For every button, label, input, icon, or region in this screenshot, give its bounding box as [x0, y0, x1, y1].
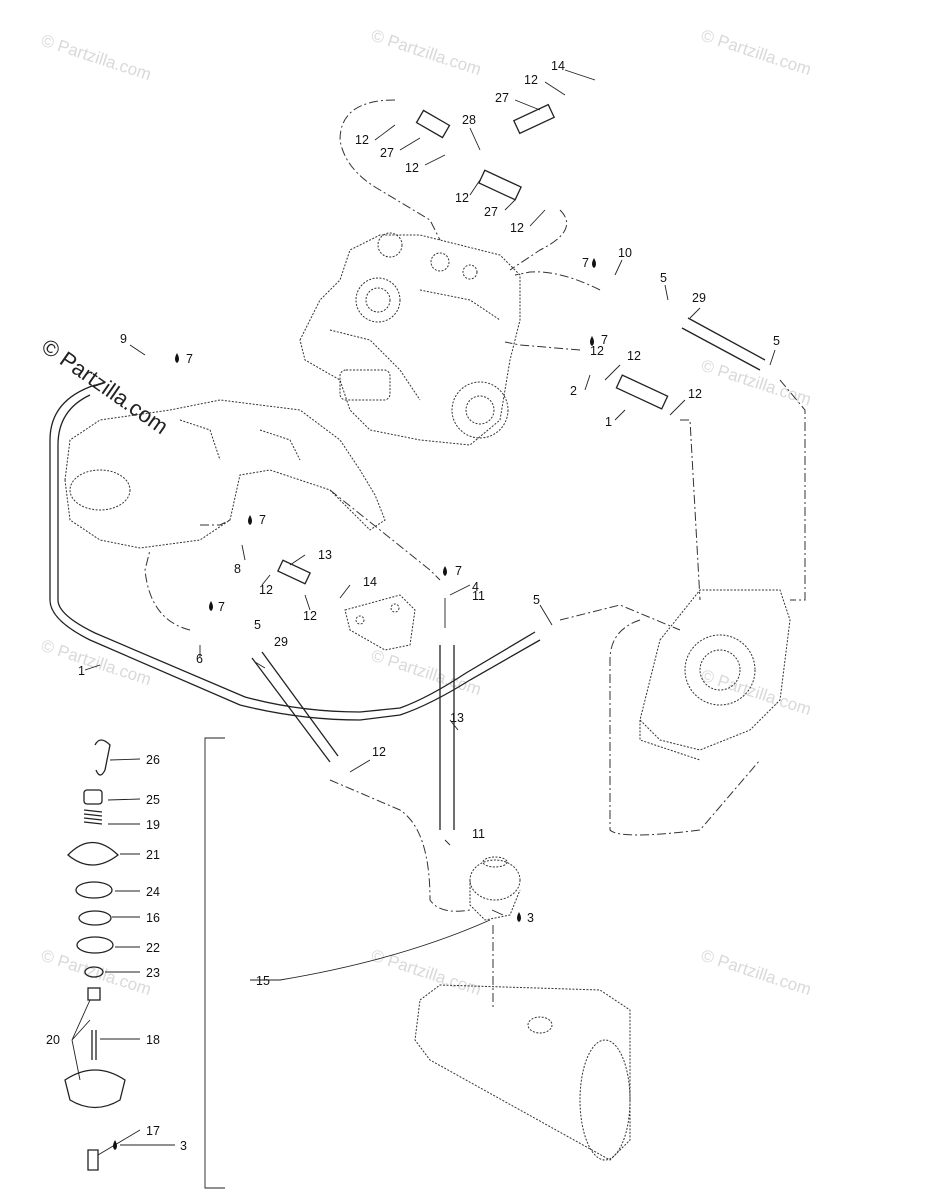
- callout-label: 9: [120, 332, 127, 346]
- callout-label: 7: [582, 256, 589, 270]
- callout-label: 16: [146, 911, 160, 925]
- bracket-drawing: [344, 594, 416, 651]
- callout-label: 1: [78, 664, 85, 678]
- callout-label: 29: [274, 635, 288, 649]
- callout-label: 7: [455, 564, 462, 578]
- water-box-drawing: [414, 984, 631, 1161]
- callout-label: 29: [692, 291, 706, 305]
- callout-label: 14: [551, 59, 565, 73]
- drop-icon: [113, 1140, 117, 1150]
- callout-label: 11: [472, 589, 485, 603]
- callout-label: 10: [618, 246, 632, 260]
- callout-label: 12: [405, 161, 419, 175]
- callout-label: 5: [254, 618, 261, 632]
- callout-label: 8: [234, 562, 241, 576]
- callout-label: 22: [146, 941, 160, 955]
- callout-label: 23: [146, 966, 160, 980]
- callout-label: 3: [527, 911, 534, 925]
- callout-labels: 14 12 27 28 12 27 12 12 27 12 10 7 5 29 …: [46, 59, 780, 1153]
- jet-pump-drawing: [639, 589, 791, 761]
- callout-label: 12: [303, 609, 317, 623]
- watermark-text: © Partzilla.com: [39, 636, 154, 689]
- callout-label: 26: [146, 753, 160, 767]
- callout-label: 5: [533, 593, 540, 607]
- watermark-text: © Partzilla.com: [369, 946, 484, 999]
- watermark-text: © Partzilla.com: [39, 946, 154, 999]
- callout-label: 19: [146, 818, 160, 832]
- callout-label: 21: [146, 848, 160, 862]
- callout-label: 15: [256, 974, 270, 988]
- engine-drawing: [299, 232, 521, 446]
- drop-icon: [517, 912, 521, 922]
- regulator-assembly-drawing: [64, 737, 225, 1189]
- watermark-text: © Partzilla.com: [699, 946, 814, 999]
- callout-label: 24: [146, 885, 160, 899]
- drop-icon: [175, 353, 179, 363]
- callout-label: 11: [472, 827, 485, 841]
- callout-label: 12: [688, 387, 702, 401]
- sealant-drop-icons: [113, 258, 596, 1150]
- callout-label: 13: [450, 711, 464, 725]
- callout-label: 12: [524, 73, 538, 87]
- drop-icon: [209, 601, 213, 611]
- leader-lines: [71, 69, 776, 1156]
- callout-label: 17: [146, 1124, 160, 1138]
- callout-label: 25: [146, 793, 160, 807]
- callout-label: 5: [773, 334, 780, 348]
- watermark-text: © Partzilla.com: [699, 356, 814, 409]
- callout-label: 12: [455, 191, 469, 205]
- watermark-text: © Partzilla.com: [39, 31, 154, 84]
- callout-label: 6: [196, 652, 203, 666]
- callout-label: 12: [590, 344, 604, 358]
- callout-label: 1: [605, 415, 612, 429]
- callout-label: 20: [46, 1033, 60, 1047]
- callout-label: 27: [380, 146, 394, 160]
- callout-label: 4: [472, 580, 479, 594]
- callout-label: 3: [180, 1139, 187, 1153]
- callout-label: 7: [186, 352, 193, 366]
- callout-label: 5: [660, 271, 667, 285]
- separator-drawing: [469, 856, 521, 921]
- callout-label: 12: [510, 221, 524, 235]
- drop-icon: [443, 566, 447, 576]
- drop-icon: [248, 515, 252, 525]
- callout-label: 7: [259, 513, 266, 527]
- watermark-text: © Partzilla.com: [369, 26, 484, 79]
- callout-label: 7: [218, 600, 225, 614]
- callout-label: 13: [318, 548, 332, 562]
- watermark-main-text: © Partzilla.com: [37, 334, 173, 440]
- callout-label: 12: [355, 133, 369, 147]
- watermark-text: © Partzilla.com: [699, 666, 814, 719]
- callout-label: 2: [570, 384, 577, 398]
- watermark-text: © Partzilla.com: [699, 26, 814, 79]
- callout-label: 18: [146, 1033, 160, 1047]
- drop-icon: [590, 336, 594, 346]
- callout-label: 27: [495, 91, 509, 105]
- callout-label: 14: [363, 575, 377, 589]
- callout-label: 7: [601, 333, 608, 347]
- callout-label: 12: [259, 583, 273, 597]
- callout-label: 27: [484, 205, 498, 219]
- callout-label: 12: [372, 745, 386, 759]
- callout-label: 12: [627, 349, 641, 363]
- flow-lines: [144, 99, 806, 1010]
- callout-label: 28: [462, 113, 476, 127]
- hoses: [49, 103, 766, 830]
- exhaust-manifold-drawing: [64, 399, 386, 549]
- drop-icon: [592, 258, 596, 268]
